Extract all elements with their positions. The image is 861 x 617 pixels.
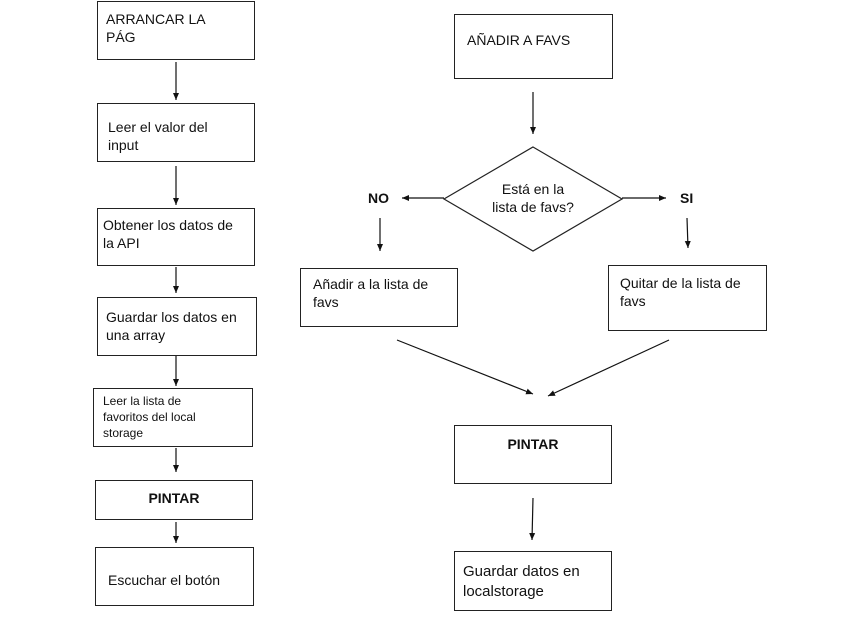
step-fetch-api-label: Obtener los datos de la API (103, 217, 233, 251)
step-read-input (97, 103, 255, 162)
step-remove-from-list-label: Quitar de la lista de favs (620, 275, 741, 309)
step-add-to-list (300, 268, 458, 327)
step-paint-left (95, 480, 253, 520)
step-start-page-label: ARRANCAR LA PÁG (106, 11, 206, 45)
arrow-add-paint (396, 339, 534, 395)
step-read-input-label: Leer el valor del input (108, 119, 208, 153)
step-read-favorites (93, 388, 253, 447)
step-read-favorites-label: Leer la lista de favoritos del local sto… (103, 394, 196, 440)
step-save-localstorage-label: Guardar datos en localstorage (463, 563, 580, 600)
arrow-yes-remove (684, 217, 691, 249)
step-save-localstorage (454, 551, 612, 611)
step-paint-right-label: PINTAR (507, 436, 559, 452)
step-start-page (97, 1, 255, 60)
decision-label: Está en la lista de favs? (492, 181, 574, 215)
arrow-remove-paint (547, 339, 670, 397)
step-add-favs-label: AÑADIR A FAVS (467, 32, 571, 48)
branch-no-label: NO (368, 190, 389, 206)
step-fetch-api (97, 208, 255, 266)
step-save-array-label: Guardar los datos en una array (106, 309, 237, 343)
step-paint-right (454, 425, 612, 484)
step-add-to-list-label: Añadir a la lista de favs (313, 276, 429, 310)
step-remove-from-list (608, 265, 767, 331)
step-save-array (97, 297, 257, 356)
step-paint-left-label: PINTAR (148, 490, 200, 506)
decision-diamond (442, 146, 624, 252)
step-listen-button (95, 547, 254, 606)
step-add-favs (454, 14, 613, 79)
branch-yes-label: SI (680, 190, 694, 206)
arrow-paint-save (529, 497, 536, 541)
step-listen-button-label: Escuchar el botón (108, 572, 221, 588)
